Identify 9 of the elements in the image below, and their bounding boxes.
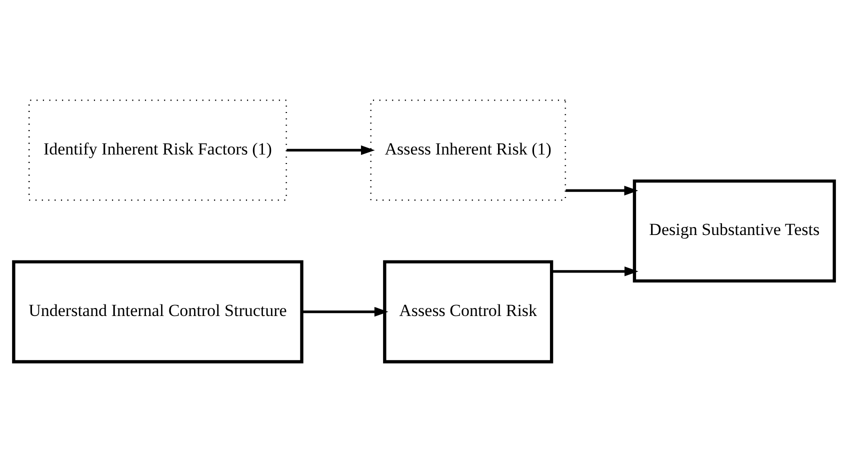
node-box: Assess Inherent Risk (1) — [370, 100, 566, 201]
node-box: Understand Internal Control Structure — [12, 260, 304, 364]
node-box: Assess Control Risk — [383, 260, 554, 364]
arrow — [566, 186, 638, 196]
arrow — [286, 145, 375, 156]
node-box: Identify Inherent Risk Factors (1) — [28, 100, 287, 201]
arrow — [552, 266, 638, 276]
node-box: Design Substantive Tests — [632, 179, 836, 283]
arrow — [302, 306, 388, 317]
